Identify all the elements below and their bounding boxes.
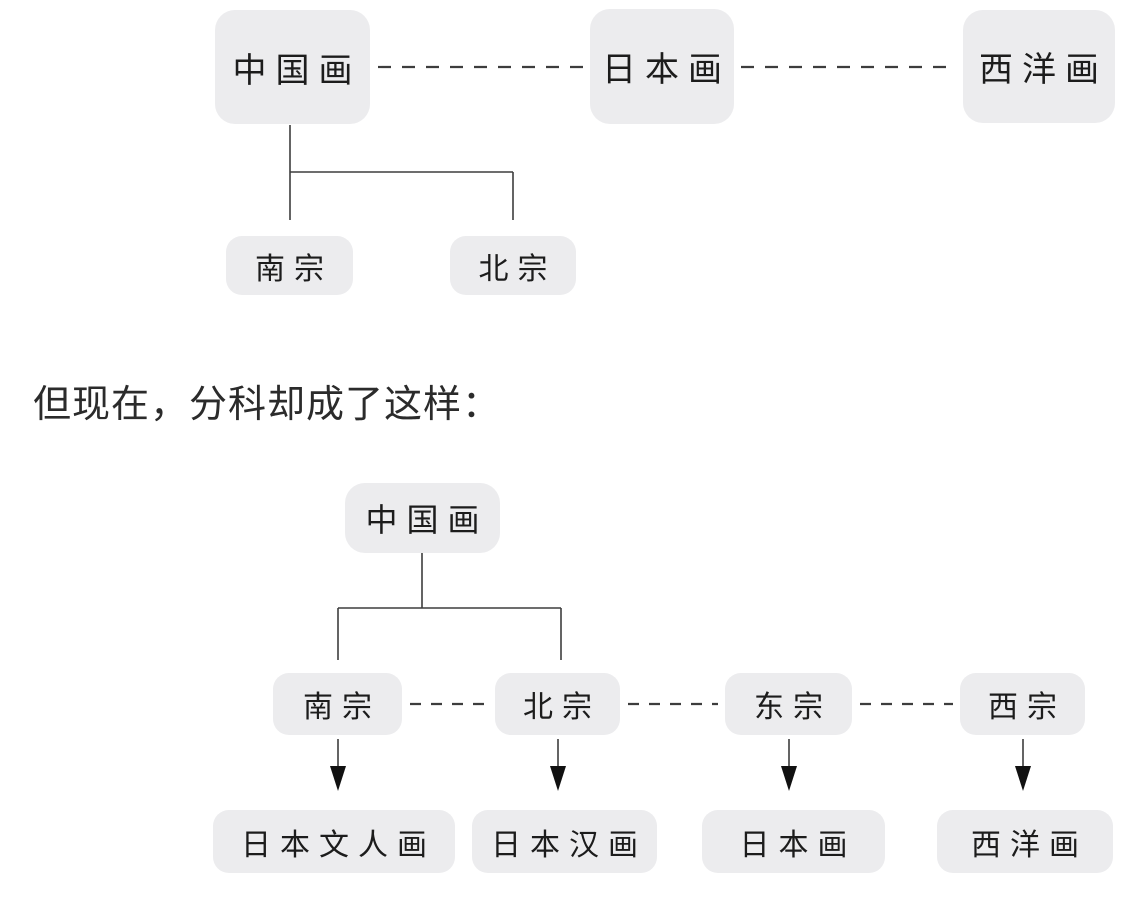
node-label: 北宗 <box>478 252 557 286</box>
node-chinese-painting-new: 中国画 <box>345 483 500 553</box>
down-arrow-icon <box>330 739 346 791</box>
node-label: 南宗 <box>303 691 381 724</box>
node-western-painting-new: 西洋画 <box>937 810 1113 873</box>
down-arrow-icon <box>550 739 566 791</box>
down-arrow-icon <box>781 739 797 791</box>
node-label: 西洋画 <box>979 52 1108 89</box>
node-southern-school-new: 南宗 <box>273 673 402 735</box>
node-label: 西宗 <box>988 691 1066 724</box>
node-label: 中国画 <box>232 52 362 90</box>
node-label: 西洋画 <box>971 828 1088 862</box>
node-japanese-painting-old: 日本画 <box>590 9 734 124</box>
node-japanese-painting-new: 日本画 <box>702 810 885 873</box>
node-label: 日本汉画 <box>491 828 647 862</box>
node-japan-literati-painting: 日本文人画 <box>213 810 455 873</box>
node-label: 日本文人画 <box>241 828 436 862</box>
node-northern-school-old: 北宗 <box>450 236 576 295</box>
node-western-school-new: 西宗 <box>960 673 1085 735</box>
node-label: 北宗 <box>523 691 601 724</box>
new-tree-connector <box>337 553 562 660</box>
node-label: 日本画 <box>739 828 857 862</box>
down-arrow-icon <box>1015 739 1031 791</box>
node-eastern-school-new: 东宗 <box>725 673 852 735</box>
node-western-painting-old: 西洋画 <box>963 10 1115 123</box>
node-label: 东宗 <box>754 691 832 724</box>
node-southern-school-old: 南宗 <box>226 236 353 295</box>
node-chinese-painting-old: 中国画 <box>215 10 370 124</box>
node-japan-han-painting: 日本汉画 <box>472 810 657 873</box>
node-label: 中国画 <box>365 502 489 538</box>
caption-text: 但现在，分科却成了这样： <box>33 384 502 426</box>
old-tree-connector <box>289 125 514 220</box>
node-northern-school-new: 北宗 <box>495 673 620 735</box>
node-label: 南宗 <box>255 252 333 286</box>
node-label: 日本画 <box>602 52 731 89</box>
